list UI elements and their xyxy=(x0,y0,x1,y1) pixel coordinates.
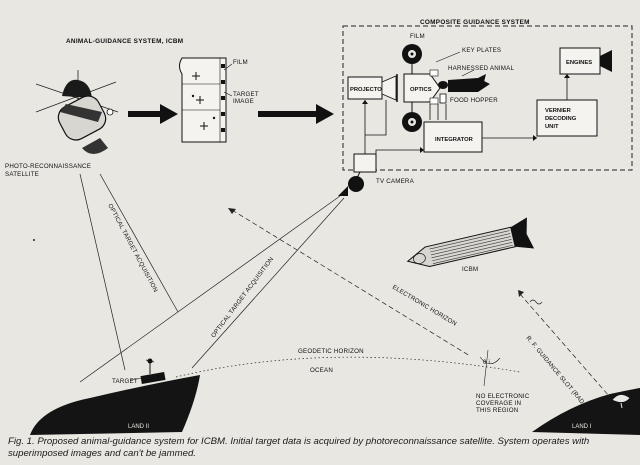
land-i-label: LAND I xyxy=(572,424,592,430)
film-strip-label: FILM xyxy=(233,59,248,66)
vernier-label-3: UNIT xyxy=(545,124,559,130)
icbm-label: ICBM xyxy=(462,266,478,273)
food-hopper-icon xyxy=(439,93,447,104)
engines-box xyxy=(559,47,601,75)
engine-nozzle-icon xyxy=(600,50,612,72)
film-strip-icon xyxy=(179,57,227,143)
target-image-label-2: IMAGE xyxy=(233,98,254,105)
optical-acq-label-1: OPTICAL TARGET ACQUISITION xyxy=(106,203,159,294)
vernier-label-2: DECODING xyxy=(545,116,577,122)
no-coverage-label-2: COVERAGE IN xyxy=(476,400,521,407)
geodetic-horizon-label: GEODETIC HORIZON xyxy=(298,348,364,355)
projector-label: PROJECTOR xyxy=(350,87,387,93)
vernier-label-1: VERNIER xyxy=(545,108,572,114)
electronic-horizon-line xyxy=(231,209,471,357)
optical-acq-label-2: OPTICAL TARGET ACQUISITION xyxy=(210,256,275,339)
satellite-acquisition-beam xyxy=(79,173,179,371)
integrator-label: INTEGRATOR xyxy=(435,137,474,143)
satellite-label-2: SATELLITE xyxy=(5,171,39,178)
arrow-satellite-to-film-icon xyxy=(128,104,178,124)
film-reel-top-icon xyxy=(402,44,422,64)
ocean-label: OCEAN xyxy=(310,367,333,374)
harnessed-animal-icon xyxy=(438,74,490,92)
key-plates-label: KEY PLATES xyxy=(462,47,501,54)
camera-acquisition-beam xyxy=(79,195,345,383)
film-reel-bottom-icon xyxy=(402,112,422,132)
projector-lens-icon xyxy=(381,75,397,101)
composite-title: COMPOSITE GUIDANCE SYSTEM xyxy=(420,19,530,26)
film-reel-label: FILM xyxy=(410,33,425,40)
harnessed-animal-label: HARNESSED ANIMAL xyxy=(448,65,514,72)
theta-label: θ i xyxy=(483,359,490,366)
rf-slot-label: R. F. GUIDANCE SLOT (RADAR) xyxy=(524,335,592,414)
figure-caption: Fig. 1. Proposed animal-guidance system … xyxy=(8,436,590,459)
icbm-icon xyxy=(406,217,535,268)
system-connections xyxy=(364,74,568,156)
optics-label: OPTICS xyxy=(410,87,432,93)
no-coverage-label-1: NO ELECTRONIC xyxy=(476,393,530,400)
target-building-icon xyxy=(140,358,166,385)
engines-label: ENGINES xyxy=(566,60,592,66)
geodetic-horizon-curve xyxy=(175,356,521,378)
tv-camera-label: TV CAMERA xyxy=(376,178,415,185)
land-ii-mass xyxy=(30,375,200,435)
rf-slot-line xyxy=(519,293,617,405)
electronic-horizon-label: ELECTRONIC HORIZON xyxy=(391,284,458,328)
vernier-box xyxy=(536,99,598,137)
tv-camera-lens-icon xyxy=(338,171,364,196)
no-coverage-label-3: THIS REGION xyxy=(476,407,518,414)
tv-camera-box xyxy=(353,153,377,173)
integrator-box xyxy=(423,121,483,153)
satellite-icon xyxy=(35,70,119,154)
food-hopper-label: FOOD HOPPER xyxy=(450,97,498,104)
optics-box xyxy=(403,73,441,103)
composite-system-box xyxy=(342,25,633,171)
arrow-film-to-system-icon xyxy=(258,104,334,124)
key-plates-icon xyxy=(429,69,439,105)
target-image-label-1: TARGET xyxy=(233,91,259,98)
target-label: TARGET xyxy=(112,378,138,385)
system-title: ANIMAL-GUIDANCE SYSTEM, ICBM xyxy=(66,38,183,45)
radar-dish-icon xyxy=(611,394,631,409)
satellite-label-1: PHOTO-RECONNAISSANCE xyxy=(5,163,91,170)
land-ii-label: LAND II xyxy=(128,424,149,430)
